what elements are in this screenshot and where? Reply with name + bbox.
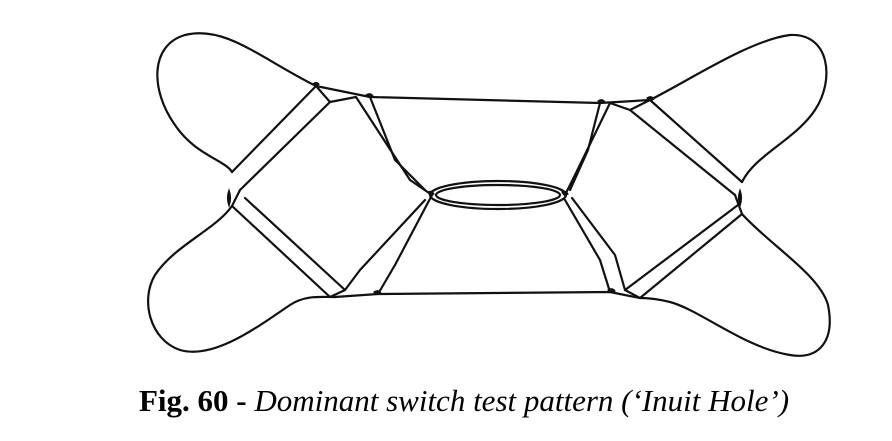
crossing-knot-center-left <box>427 190 435 196</box>
crossing-knot-left-side <box>226 188 232 208</box>
bottom-cross-string <box>333 290 642 300</box>
top-cross-string-left <box>314 84 372 99</box>
left-frame-outer-b <box>230 196 347 299</box>
outer-loop-right-top-lobe <box>648 33 828 184</box>
right-frame-inner-a <box>563 101 632 197</box>
right-frame-mid-a <box>733 193 744 216</box>
crossing-knot-left-top <box>312 81 320 87</box>
left-frame-mid-a <box>230 188 242 208</box>
right-frame-inner-b <box>568 101 602 192</box>
figure-label: Fig. 60 - <box>138 383 255 418</box>
right-frame-inner-c <box>563 198 612 294</box>
crossing-knot-left-upper <box>365 93 374 98</box>
outer-loop-left-top-lobe <box>156 32 318 174</box>
left-frame-inner-b <box>368 95 427 192</box>
right-frame-outer-a <box>628 98 744 197</box>
crossing-knot-center-right <box>561 190 569 196</box>
outer-loop-right-bottom-lobe <box>638 212 831 357</box>
crossing-knot-right-bottom <box>607 288 616 293</box>
central-hole-inner <box>434 183 562 207</box>
crossing-knot-right-side <box>737 188 743 208</box>
crossing-knot-right-upper <box>597 99 606 104</box>
right-frame-inner-d <box>570 196 627 292</box>
crossing-knot-left-bottom <box>373 290 382 295</box>
outer-loop-left-bottom-lobe <box>147 204 337 353</box>
figure-caption-text: Dominant switch test pattern (‘Inuit Hol… <box>254 383 790 418</box>
right-frame-outer-b <box>623 203 744 300</box>
left-frame-inner-c <box>376 193 434 296</box>
left-frame-inner-d <box>343 198 427 292</box>
top-cross-string <box>368 95 652 105</box>
crossing-knot-right-top <box>646 96 655 101</box>
left-frame-outer-a <box>230 84 332 192</box>
figure-caption: Fig. 60 - Dominant switch test pattern (… <box>0 383 892 419</box>
